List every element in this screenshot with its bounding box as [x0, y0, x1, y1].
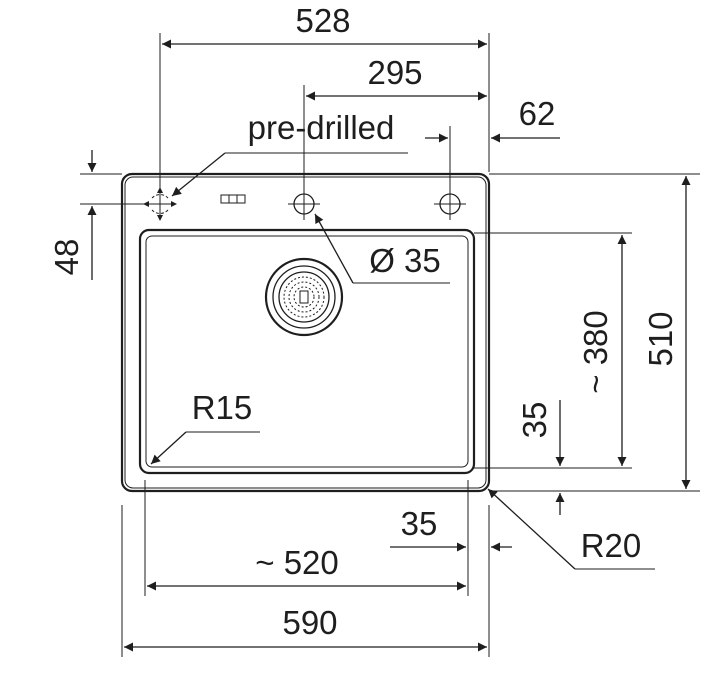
- bowl-radius-label: R15: [192, 389, 253, 426]
- faucet-hole-icon: [288, 188, 320, 220]
- outer-radius-label: R20: [581, 527, 642, 564]
- top-width-label: 528: [295, 2, 350, 39]
- predrilled-cross-icon: [143, 187, 177, 221]
- top-depth-label: 48: [48, 239, 85, 276]
- bowl-width-label: ~ 520: [255, 544, 339, 581]
- hole-edge-label: 62: [519, 95, 556, 132]
- rim-right-label: 35: [516, 402, 553, 439]
- hole-offset-label: 295: [367, 54, 422, 91]
- overflow-slot-icon: [220, 194, 246, 204]
- leader-lines: [150, 152, 655, 570]
- total-width-label: 590: [282, 604, 337, 641]
- predrilled-label: pre-drilled: [248, 109, 395, 146]
- bowl-outline: [138, 228, 476, 475]
- dimension-lines: [87, 39, 691, 652]
- rim-bottom-label: 35: [401, 505, 438, 542]
- hole-diameter-label: Ø 35: [369, 242, 441, 279]
- total-depth-label: 510: [642, 311, 679, 366]
- faucet-hole-icon: [434, 188, 466, 220]
- bowl-depth-label: ~ 380: [577, 310, 614, 394]
- extension-lines: [80, 33, 700, 657]
- drain-strainer-icon: [264, 257, 344, 337]
- sink-outline: [120, 172, 491, 493]
